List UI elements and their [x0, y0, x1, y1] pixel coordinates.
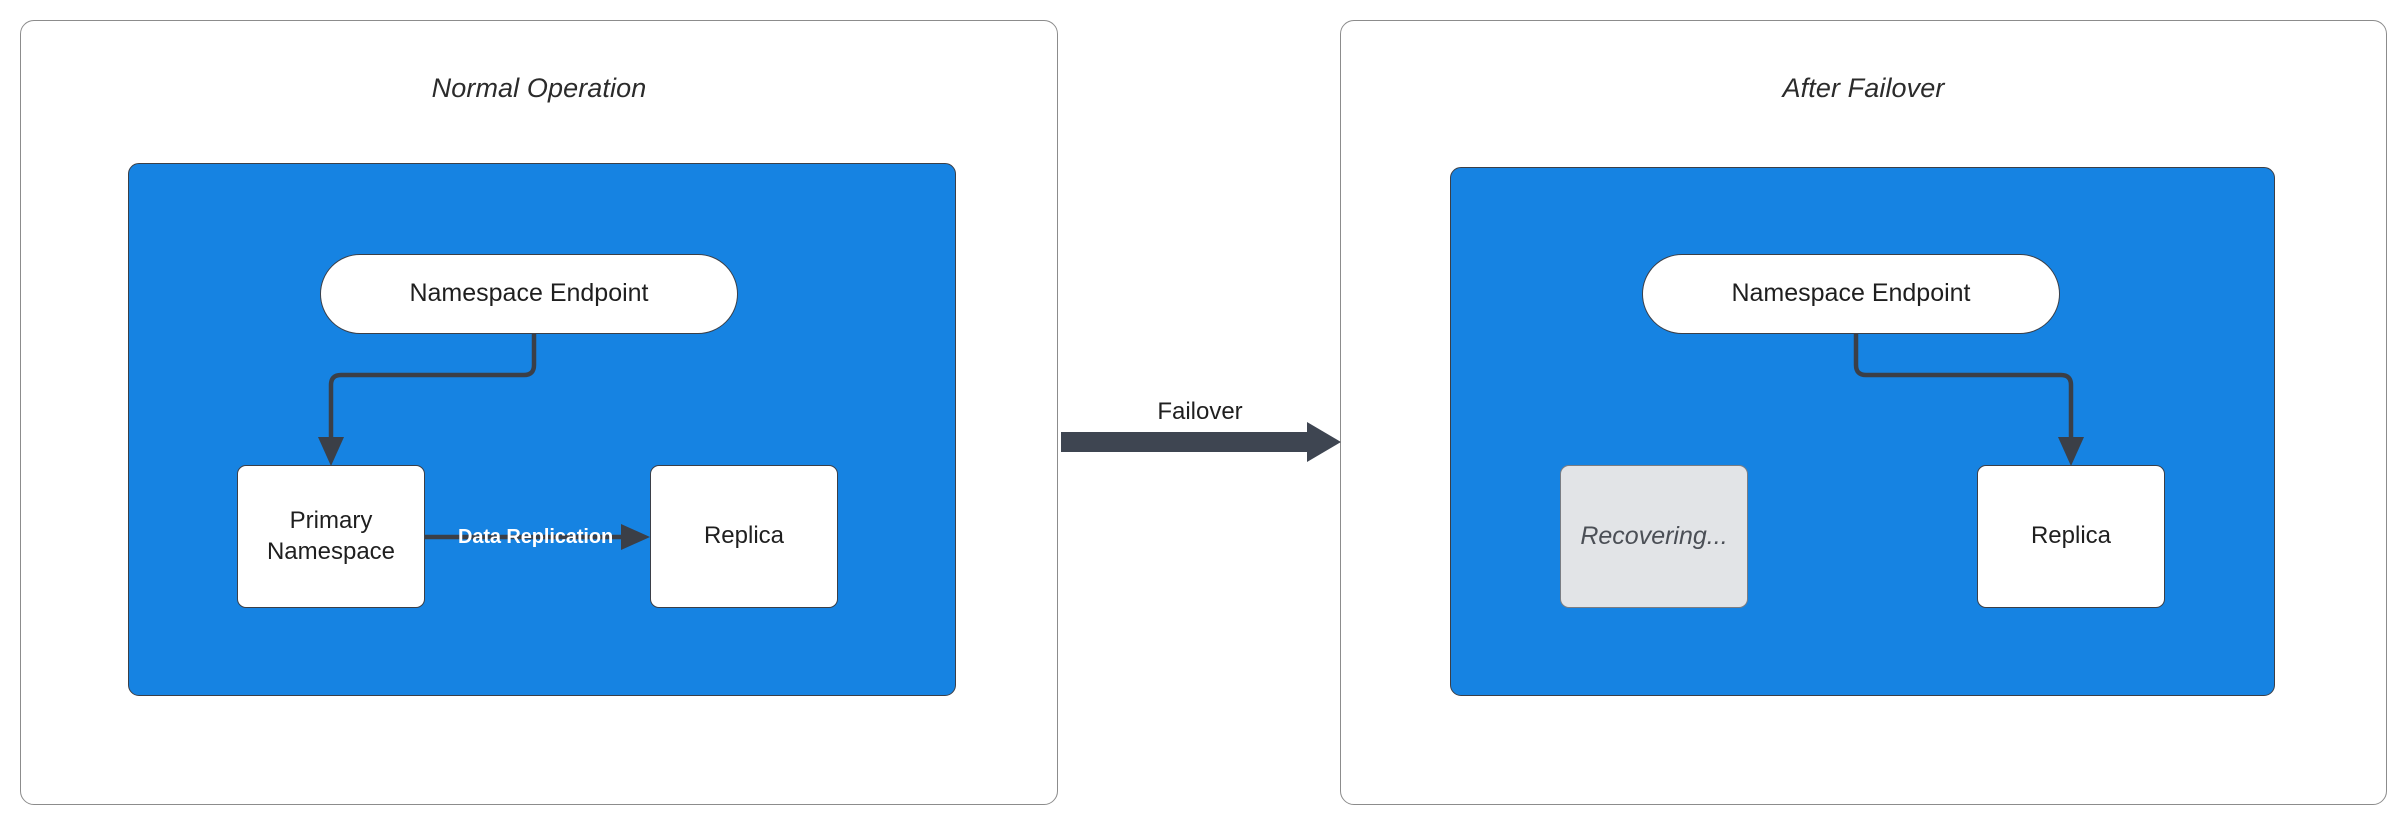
failover-arrow-head — [1307, 422, 1341, 462]
node-label-line1: Primary — [289, 507, 373, 535]
failover-label: Failover — [1157, 398, 1243, 425]
node-primary-namespace[interactable]: Primary Namespace — [237, 465, 425, 608]
cluster-normal-operation — [128, 163, 956, 696]
node-label: Recovering... — [1580, 521, 1728, 550]
panel-title-normal-operation: Normal Operation — [431, 73, 647, 103]
node-replica-left[interactable]: Replica — [650, 465, 838, 608]
cluster-after-failover — [1450, 167, 2275, 696]
node-replica-right[interactable]: Replica — [1977, 465, 2165, 608]
panel-title-after-failover: After Failover — [1782, 73, 1945, 103]
node-namespace-endpoint-left[interactable]: Namespace Endpoint — [320, 254, 738, 334]
node-label: Namespace Endpoint — [1731, 279, 1971, 308]
node-label-line2: Namespace — [266, 537, 396, 565]
node-label: Primary Namespace — [267, 506, 395, 566]
node-recovering[interactable]: Recovering... — [1560, 465, 1748, 608]
edge-label-data-replication: Data Replication — [458, 526, 614, 548]
node-label: Replica — [2030, 522, 2112, 550]
node-label: Namespace Endpoint — [409, 279, 649, 308]
failover-arrow-shaft — [1061, 432, 1313, 452]
node-namespace-endpoint-right[interactable]: Namespace Endpoint — [1642, 254, 2060, 334]
node-label: Replica — [703, 522, 785, 550]
